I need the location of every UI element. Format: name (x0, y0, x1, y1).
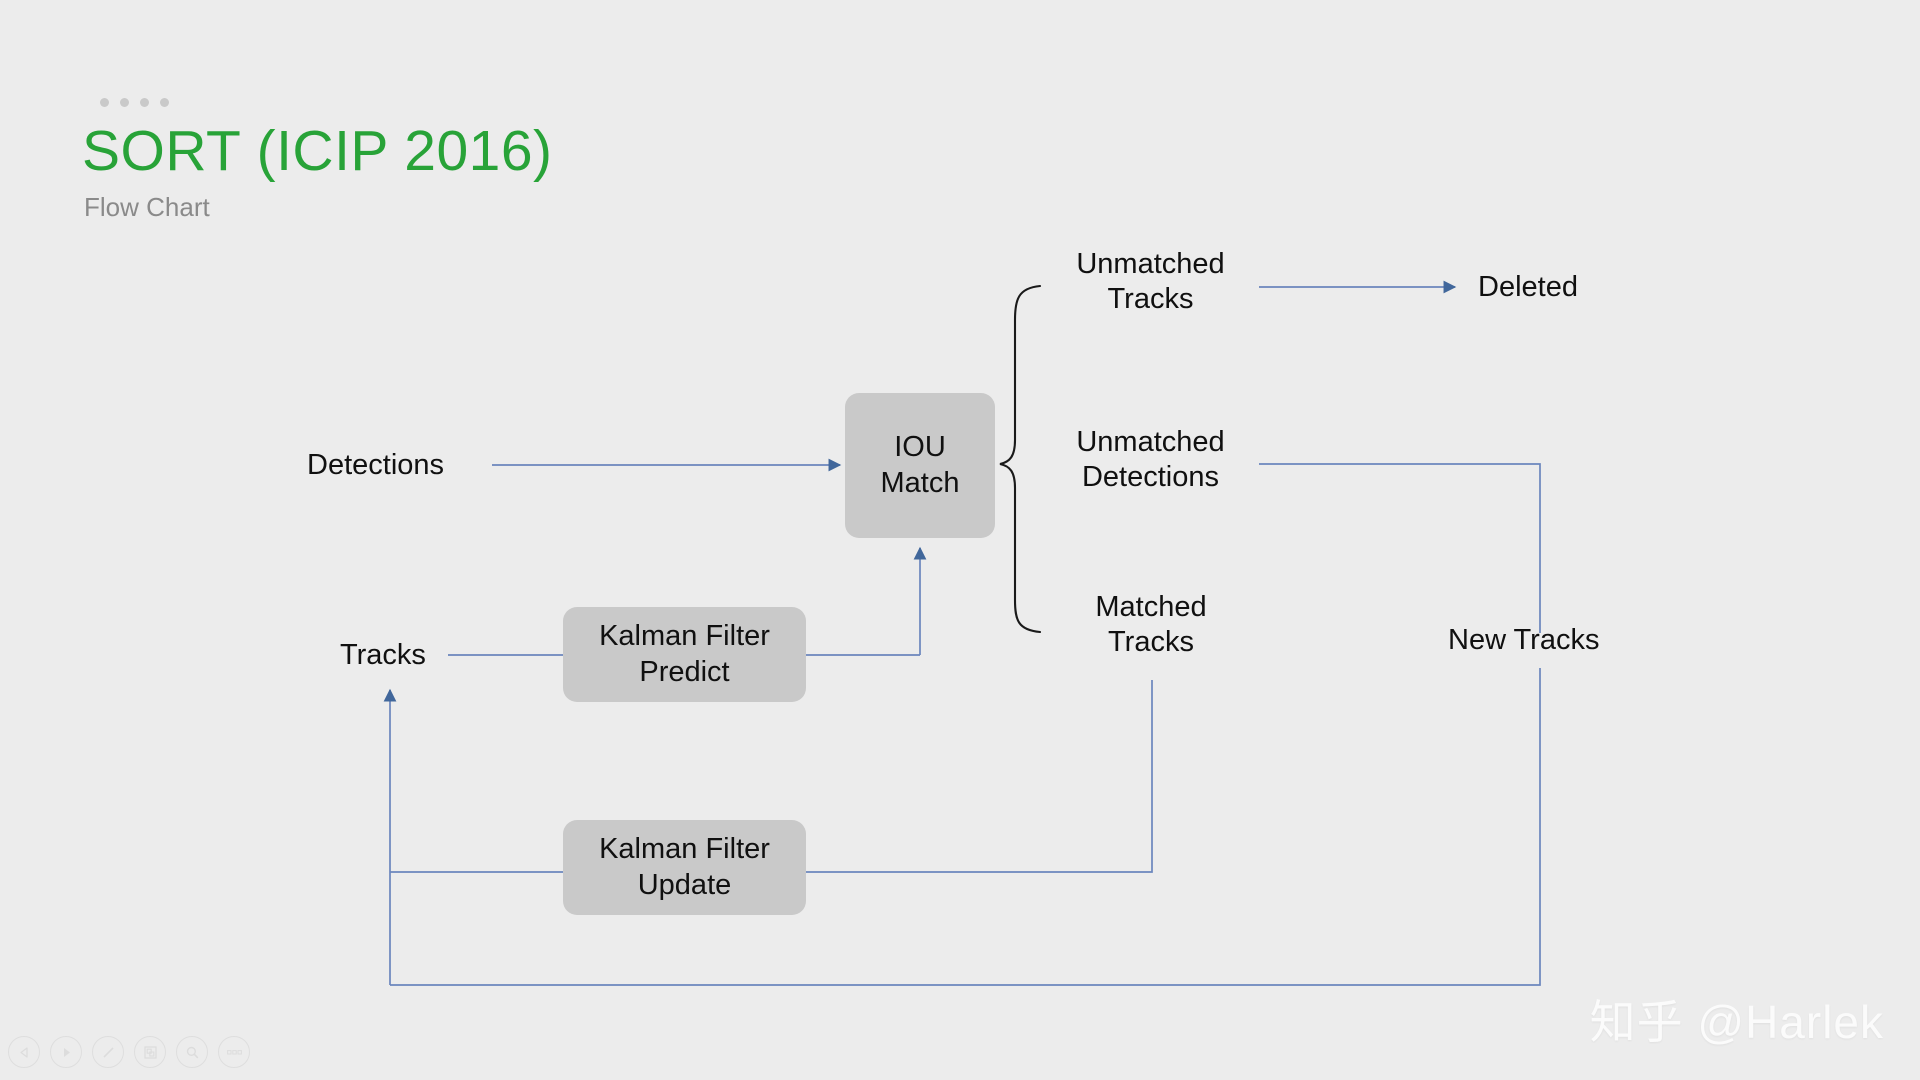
node-kf-predict-line1: Kalman Filter (599, 620, 770, 653)
decoration-dot (120, 98, 129, 107)
node-kalman-filter-update[interactable]: Kalman Filter Update (563, 820, 806, 915)
decoration-dot (140, 98, 149, 107)
previous-slide-button[interactable] (8, 1036, 40, 1068)
label-new-tracks: New Tracks (1448, 624, 1600, 656)
curly-brace-icon (999, 284, 1042, 634)
node-iou-match[interactable]: IOU Match (845, 393, 995, 538)
watermark: 知乎 @Harlek (1589, 996, 1884, 1048)
previous-triangle-icon (19, 1046, 28, 1058)
more-dots-icon (226, 1049, 242, 1054)
label-detections: Detections (307, 449, 445, 481)
node-kf-predict-line2: Predict (639, 655, 730, 688)
grid-layout-icon (143, 1045, 157, 1059)
label-tracks: Tracks (340, 639, 426, 671)
slide-decoration-dots (100, 98, 169, 107)
node-kf-update-line2: Update (637, 868, 732, 901)
label-unmatched-detections-line1: Unmatched (1076, 426, 1225, 458)
label-unmatched-detections: Unmatched Detections (1058, 425, 1243, 495)
label-unmatched-detections-line2: Detections (1081, 461, 1219, 494)
decoration-dot (160, 98, 169, 107)
label-unmatched-tracks-line2: Tracks (1107, 283, 1194, 316)
pen-icon (102, 1046, 114, 1058)
layout-grid-button[interactable] (134, 1036, 166, 1068)
label-unmatched-tracks-line1: Unmatched (1076, 248, 1225, 280)
edge-new-tracks-rail (390, 668, 1541, 986)
node-iou-match-line1: IOU (894, 431, 946, 464)
label-matched-tracks-line1: Matched (1095, 591, 1207, 623)
page-title: SORT (ICIP 2016) (82, 119, 553, 183)
pen-tool-button[interactable] (92, 1036, 124, 1068)
zoom-button[interactable] (176, 1036, 208, 1068)
decoration-dot (100, 98, 109, 107)
label-matched-tracks: Matched Tracks (1062, 590, 1240, 660)
play-triangle-icon (63, 1047, 70, 1057)
label-deleted: Deleted (1478, 271, 1578, 303)
play-slide-button[interactable] (50, 1036, 82, 1068)
node-iou-match-line2: Match (880, 466, 960, 499)
slide-player-controls[interactable] (8, 1036, 250, 1068)
edge-unmatched-detections-to-new-tracks (1259, 463, 1541, 633)
node-kalman-filter-predict[interactable]: Kalman Filter Predict (563, 607, 806, 702)
label-matched-tracks-line2: Tracks (1108, 626, 1194, 659)
node-kf-update-line1: Kalman Filter (599, 833, 770, 866)
more-options-button[interactable] (218, 1036, 250, 1068)
page-subtitle: Flow Chart (84, 192, 210, 222)
label-unmatched-tracks: Unmatched Tracks (1058, 247, 1243, 317)
magnifier-icon (186, 1046, 198, 1058)
